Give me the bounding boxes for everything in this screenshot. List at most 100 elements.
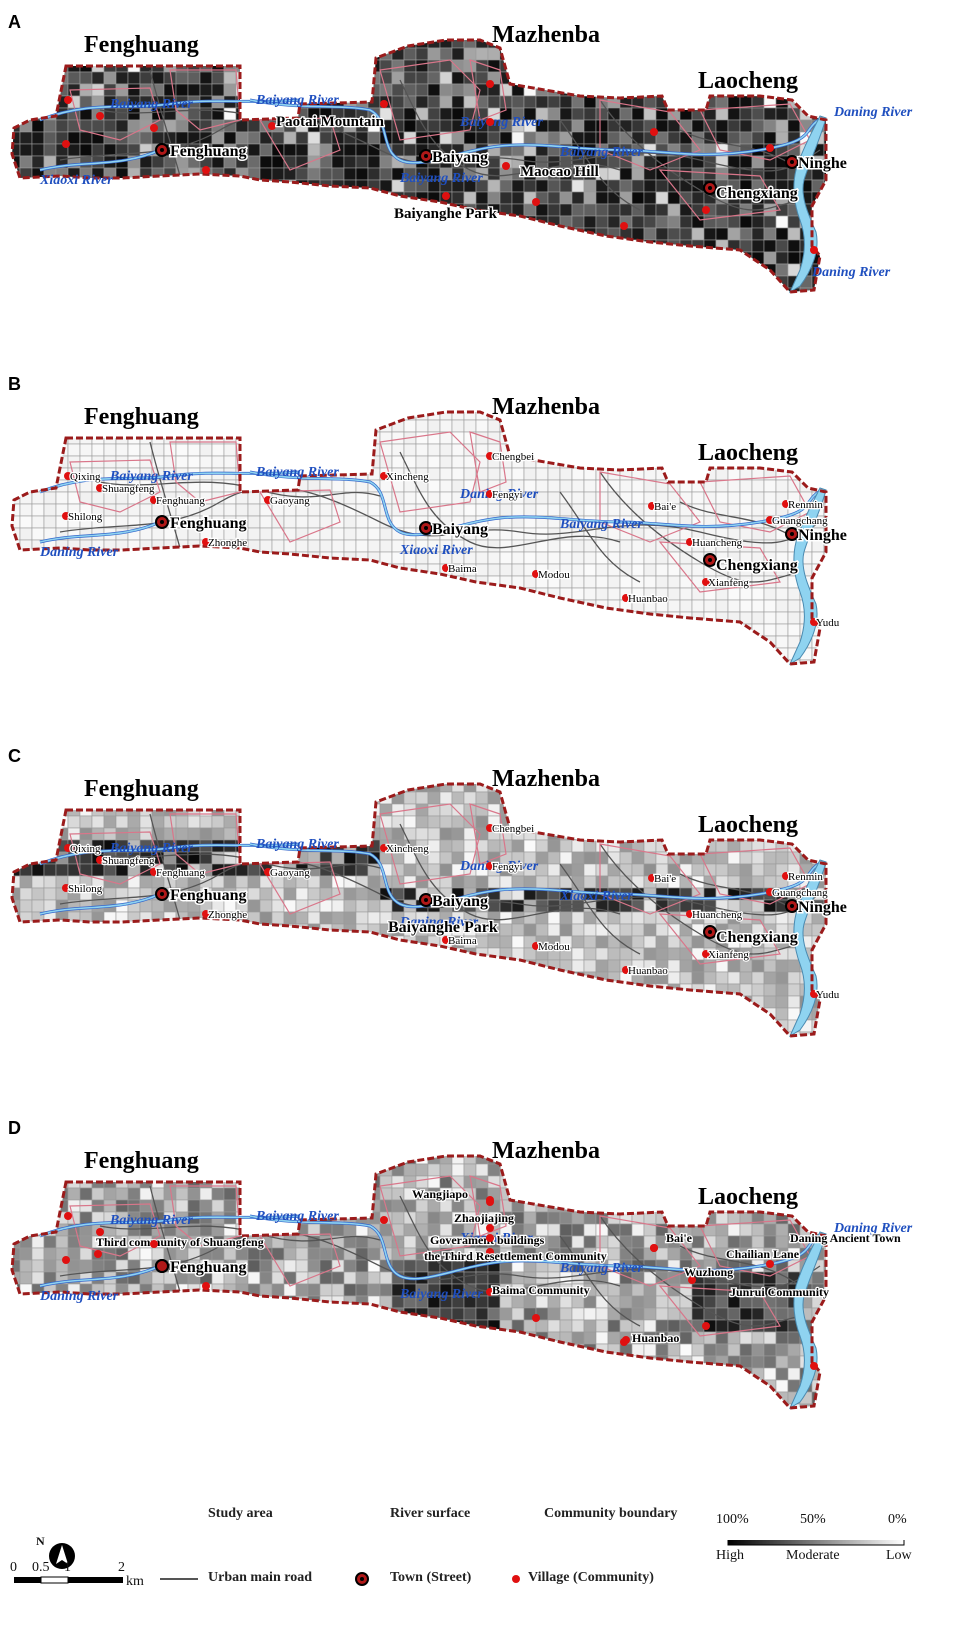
village-dot [532,570,540,578]
village-dot [766,888,774,896]
town-label: Ninghe [798,155,847,172]
road-network [59,69,821,211]
village-label: Yudu [816,989,840,1001]
legend-river-surface: River surface [390,1506,471,1521]
region-label: Fenghuang [84,776,199,802]
village-dot [648,502,656,510]
north-arrow-icon [49,1543,75,1569]
village-dot [442,936,450,944]
place-label: Baiyanghe Park [394,206,498,222]
legend-village: Village (Community) [528,1570,654,1585]
town-label: Fenghuang [170,143,246,160]
village-label: Gaoyang [270,867,310,879]
legend: N 0 0.5 1 2 km Study area River surface … [0,1506,970,1637]
scale-tick-2: 2 [118,1560,125,1575]
region-label: Laocheng [698,440,798,466]
village-label: Qixing [70,843,101,855]
town-label: Baiyang [432,149,488,166]
village-dot [96,1228,104,1236]
village-dot [782,500,790,508]
village-dot [64,96,72,104]
village-label: Fenghuang [156,495,205,507]
river-label: Baiyang River [255,837,339,852]
river-label: Daning River [459,487,539,502]
village-dot [810,1362,818,1370]
ramp-low: Low [886,1548,912,1563]
panel-letter-d: D [8,1118,21,1138]
river-label: Baiyang River [399,1287,483,1302]
village-label: Huanbao [628,593,668,605]
rivers [39,1214,827,1410]
river-label: Daning River [833,1221,913,1236]
village-label: Qixing [70,471,101,483]
legend-town: Town (Street) [390,1570,472,1585]
river-label: Xiaoxi River [39,173,113,188]
village-dot [650,128,658,136]
village-dot [202,910,210,918]
village-label: Xianfeng [708,577,749,589]
town-label: Fenghuang [170,515,246,532]
village-label: Xincheng [386,843,429,855]
village-dot [810,618,818,626]
village-dot [96,484,104,492]
place-label: Huanbao [632,1331,679,1345]
place-label: Junrui Community [730,1285,829,1299]
village-dot [766,1260,774,1268]
village-dot [702,578,710,586]
village-dot [380,844,388,852]
village-dot [150,124,158,132]
ramp-pct-100: 100% [716,1512,749,1527]
river-label: Baiyang River [109,841,193,856]
village-dot [622,966,630,974]
village-label: Guangchang [772,887,828,899]
village-label: Xincheng [386,471,429,483]
river-label: Baiyang River [559,1261,643,1276]
ramp-pct-0: 0% [888,1512,907,1527]
village-dot [64,1212,72,1220]
village-label: Huancheng [692,909,743,921]
village-label: Zhonghe [208,537,247,549]
village-dot [532,1314,540,1322]
village-dot [620,222,628,230]
village-dot [64,844,72,852]
town-label: Baiyang [432,893,488,910]
river-label: Baiyang River [255,1209,339,1224]
village-dot [486,118,494,126]
village-dot [766,516,774,524]
village-dot [64,472,72,480]
village-dot [96,856,104,864]
community-boundaries [69,431,811,593]
scale-unit: km [126,1574,144,1589]
village-dot [62,1256,70,1264]
village-dot [442,564,450,572]
village-dot [380,472,388,480]
village-label: Shilong [68,883,103,895]
village-dot [486,80,494,88]
road-network [59,441,821,583]
village-dot [62,884,70,892]
village-dot [264,496,272,504]
village-label: Fengyi [492,489,523,501]
river-label: Daning River [39,545,119,560]
legend-road: Urban main road [208,1570,312,1585]
village-dot [150,868,158,876]
place-label: Maocao Hill [520,164,599,180]
town-marker [155,1259,169,1273]
village-label: Gaoyang [270,495,310,507]
village-label: Baima [448,563,477,575]
village-dot [532,198,540,206]
village-dot [650,1244,658,1252]
river-label: Baiyang River [255,93,339,108]
village-dot [486,1234,494,1242]
study-area-boundary [10,782,828,1038]
river-label: Baiyang River [459,115,543,130]
village-label: Shuangfeng [102,483,155,495]
village-dot [532,942,540,950]
region-label: Mazhenba [492,766,600,792]
river-label: Baiyang River [109,97,193,112]
road-network [59,813,821,955]
ramp-pct-50: 50% [800,1512,826,1527]
village-label: Huancheng [692,537,743,549]
